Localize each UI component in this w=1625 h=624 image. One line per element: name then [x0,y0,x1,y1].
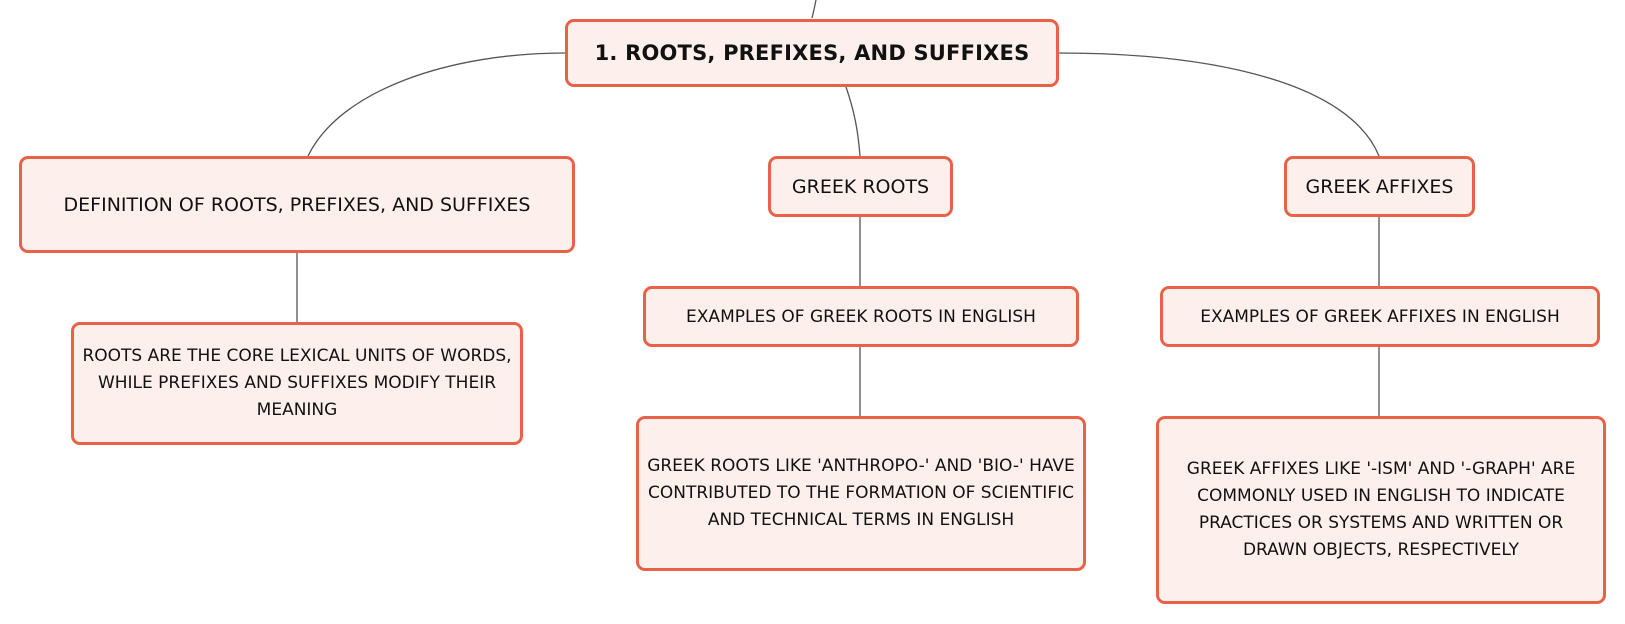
greek-affixes-examples-label: EXAMPLES OF GREEK AFFIXES IN ENGLISH [1200,306,1560,327]
branch-definition-label: DEFINITION OF ROOTS, PREFIXES, AND SUFFI… [63,193,531,216]
definition-leaf-label: ROOTS ARE THE CORE LEXICAL UNITS OF WORD… [82,346,512,420]
greek-affixes-examples-node[interactable]: EXAMPLES OF GREEK AFFIXES IN ENGLISH [1160,286,1600,347]
greek-roots-leaf-label: GREEK ROOTS LIKE 'ANTHROPO-' AND 'BIO-' … [647,456,1075,530]
connector-root-to-greek-roots [845,86,861,157]
branch-greek-affixes-label: GREEK AFFIXES [1305,175,1454,198]
connector-root-to-greek-affixes [1057,52,1380,157]
greek-affixes-leaf-label: GREEK AFFIXES LIKE '-ISM' AND '-GRAPH' A… [1186,459,1576,560]
connector-parent-in [811,0,817,19]
root-node[interactable]: 1. ROOTS, PREFIXES, AND SUFFIXES [565,19,1059,87]
greek-roots-leaf-node[interactable]: GREEK ROOTS LIKE 'ANTHROPO-' AND 'BIO-' … [636,416,1086,571]
branch-greek-roots-node[interactable]: GREEK ROOTS [768,156,953,217]
branch-greek-roots-label: GREEK ROOTS [791,175,930,198]
connector-root-to-definition [307,52,566,157]
branch-greek-affixes-node[interactable]: GREEK AFFIXES [1284,156,1475,217]
root-node-label: 1. ROOTS, PREFIXES, AND SUFFIXES [594,41,1030,65]
definition-leaf-node[interactable]: ROOTS ARE THE CORE LEXICAL UNITS OF WORD… [71,322,523,445]
greek-roots-examples-label: EXAMPLES OF GREEK ROOTS IN ENGLISH [686,306,1036,327]
greek-affixes-leaf-node[interactable]: GREEK AFFIXES LIKE '-ISM' AND '-GRAPH' A… [1156,416,1606,604]
branch-definition-node[interactable]: DEFINITION OF ROOTS, PREFIXES, AND SUFFI… [19,156,575,253]
greek-roots-examples-node[interactable]: EXAMPLES OF GREEK ROOTS IN ENGLISH [643,286,1079,347]
